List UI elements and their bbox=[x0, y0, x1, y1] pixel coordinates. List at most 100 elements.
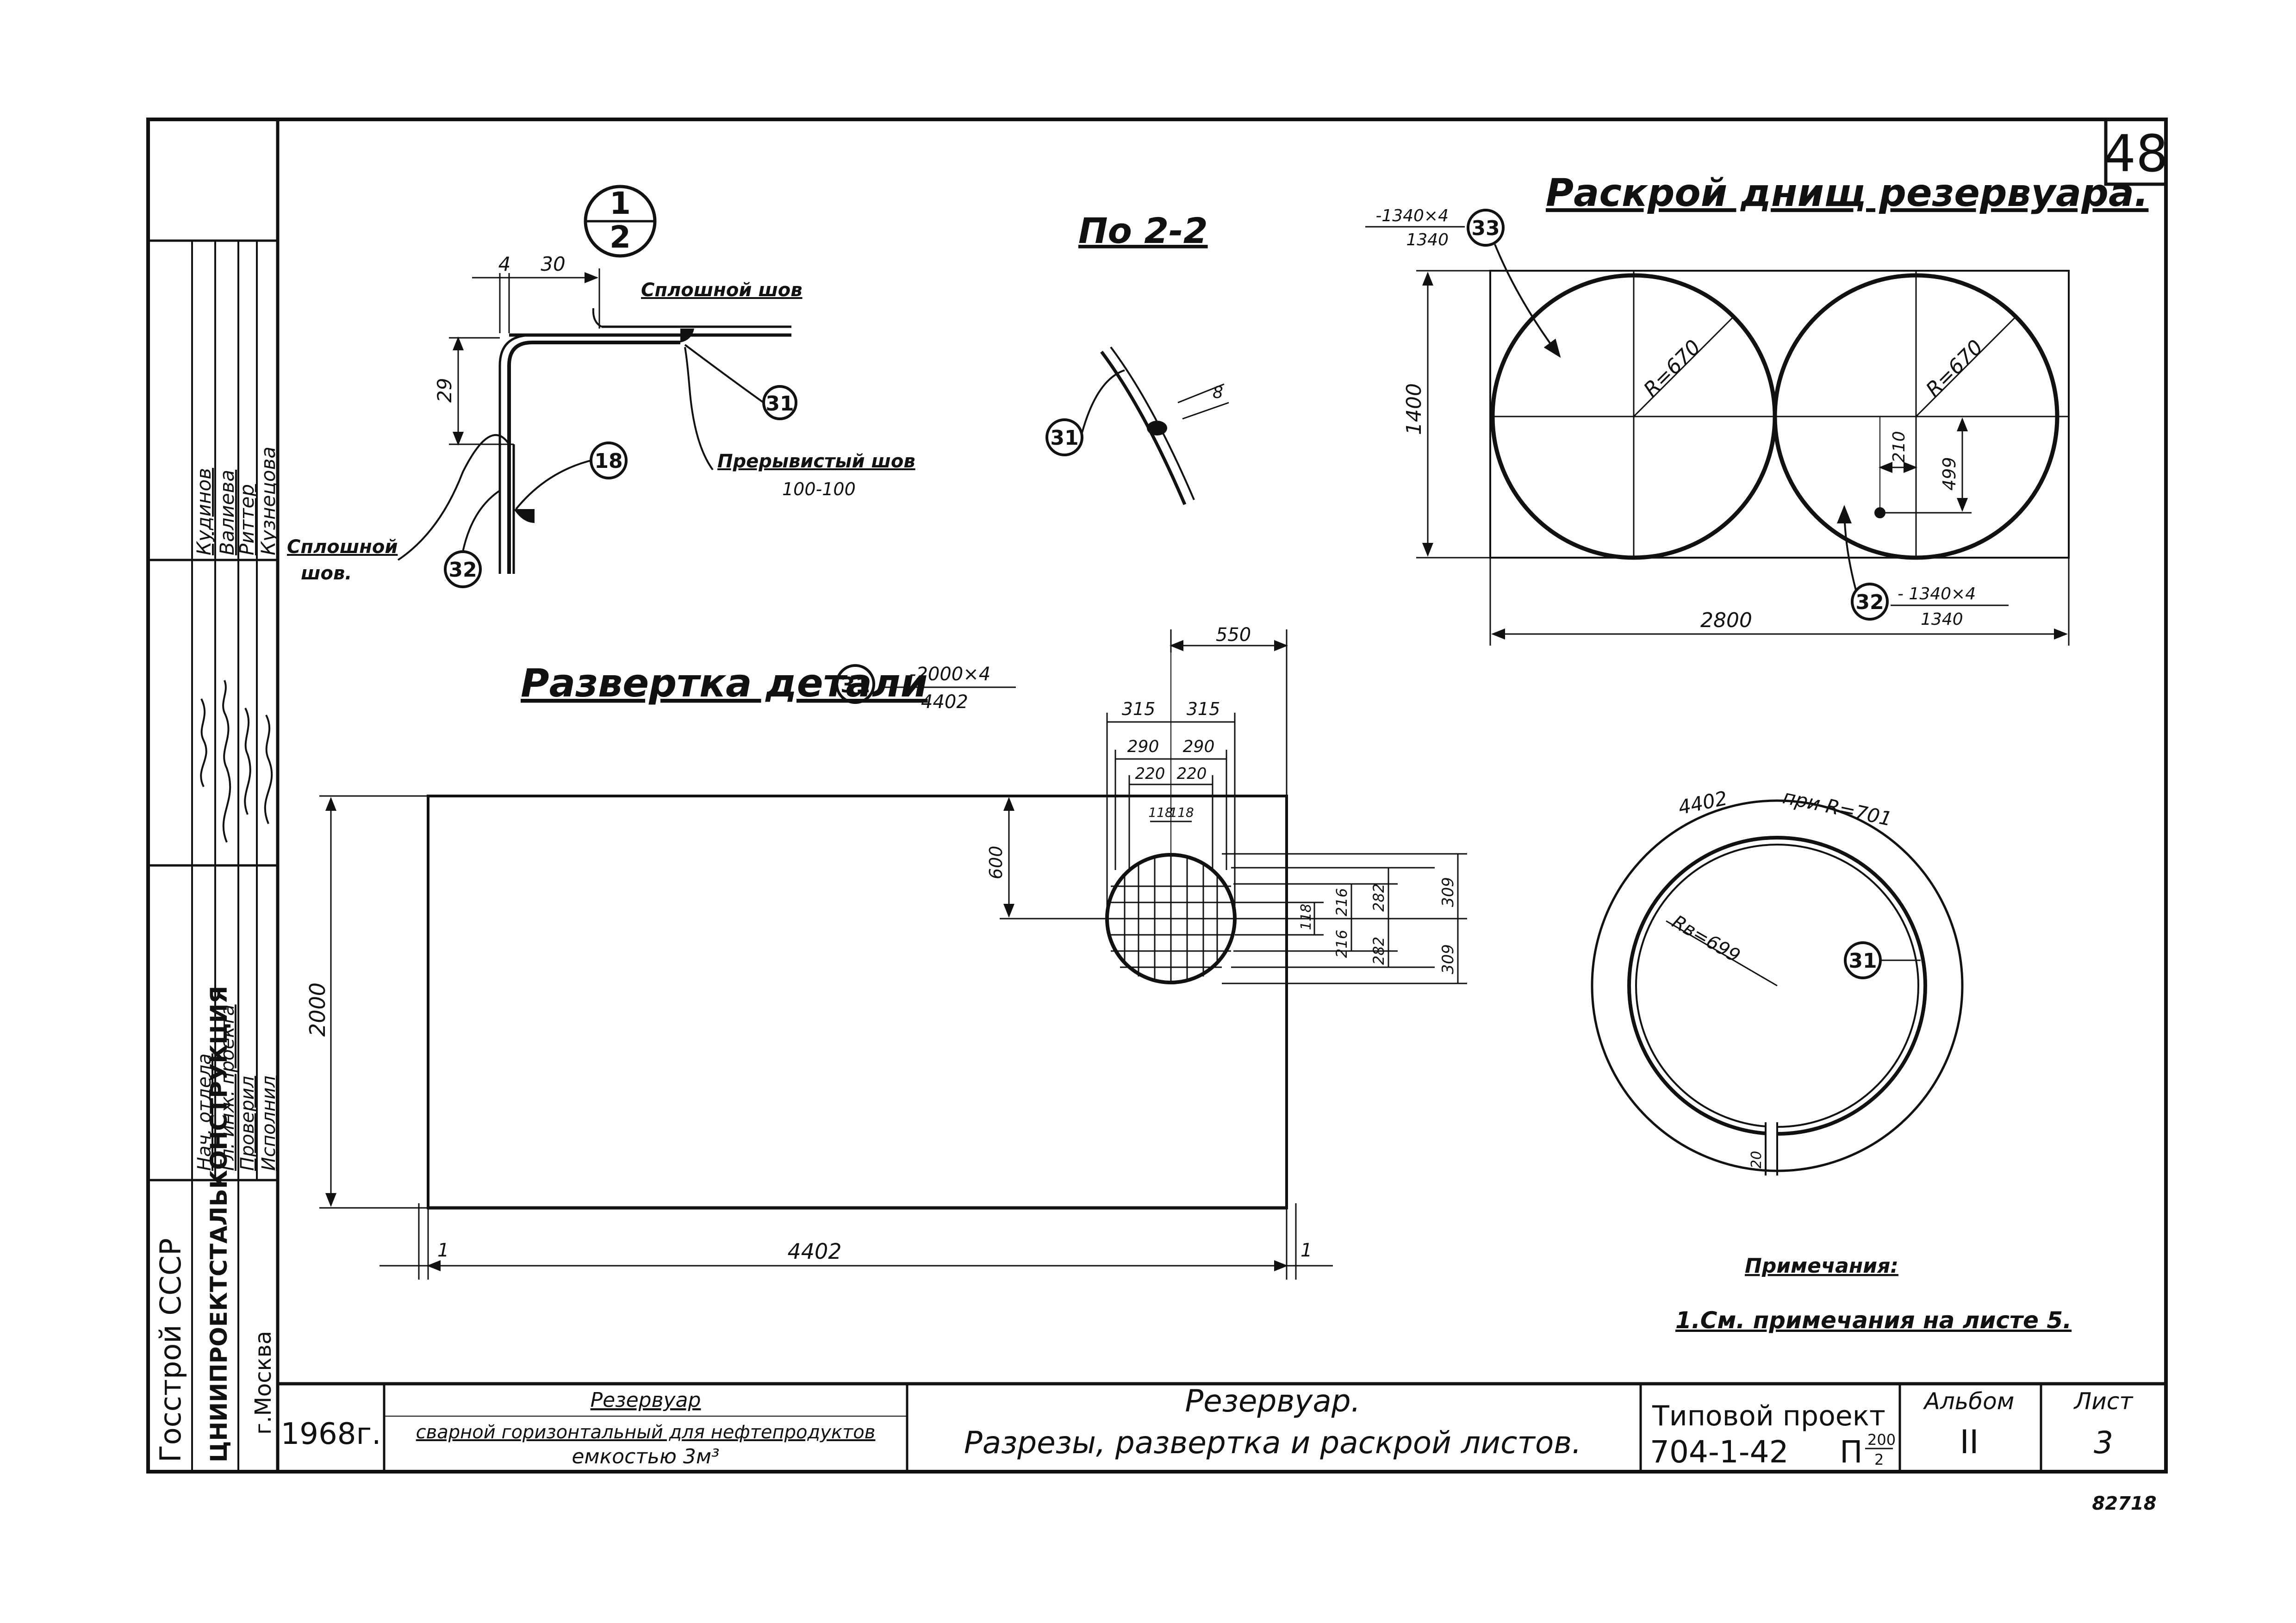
side-stamp-org-2: ЦНИИПРОЕКТСТАЛЬКОНСТРУКЦИЯ bbox=[205, 986, 232, 1462]
sheet-number: 48 bbox=[2103, 124, 2168, 183]
ring-gap: 20 bbox=[1748, 1151, 1765, 1169]
bottoms-cut: Раскрой днищ резервуара. R=670 R=670 140… bbox=[1365, 171, 2148, 646]
object-line-2: сварной горизонтальный для нефтепродукто… bbox=[416, 1422, 876, 1443]
side-stamp-org-3: г.Москва bbox=[250, 1331, 276, 1435]
side-stamp-name-3: Риттер bbox=[236, 484, 258, 555]
dim-315-b: 315 bbox=[1187, 699, 1220, 719]
ring-part: 31 bbox=[1848, 949, 1877, 973]
dim-2000: 2000 bbox=[305, 983, 330, 1037]
end-mark-right: 1 bbox=[1300, 1240, 1312, 1261]
bottoms-part-32: 32 bbox=[1855, 591, 1884, 614]
sheet-value: 3 bbox=[2094, 1425, 2113, 1461]
dim-118-b: 118 bbox=[1169, 805, 1194, 820]
sheet-title-2: Разрезы, развертка и раскрой листов. bbox=[964, 1425, 1581, 1461]
weld-continuous-left-2: шов. bbox=[301, 563, 352, 584]
dim-210: 210 bbox=[1890, 431, 1909, 463]
part-32-spec-top: - 1340×4 bbox=[1898, 585, 1976, 603]
notes-title: Примечания: bbox=[1745, 1254, 1898, 1278]
title-year: 1968г. bbox=[281, 1417, 381, 1451]
side-stamp-role-2: Гл. инж. проекта bbox=[217, 1005, 238, 1171]
dim-290-a: 290 bbox=[1127, 737, 1159, 756]
part-31-callout: 31 bbox=[765, 392, 794, 416]
weld-intermittent: Прерывистый шов bbox=[717, 451, 915, 472]
section-1-2-label-bottom: 2 bbox=[610, 219, 631, 255]
development-spec-bottom: 4402 bbox=[921, 691, 968, 713]
title-block bbox=[278, 1382, 2166, 1472]
notes-item-1: 1.См. примечания на листе 5. bbox=[1675, 1307, 2072, 1334]
ring-view: 20 Rв=699 4402 при R=701 31 bbox=[1591, 785, 1964, 1175]
project-sup: 200 bbox=[1867, 1431, 1896, 1449]
notes: Примечания: 1.См. примечания на листе 5. bbox=[1675, 1254, 2072, 1334]
side-stamp-role-3: Проверил bbox=[237, 1076, 258, 1171]
object-line-1: Резервуар bbox=[591, 1388, 701, 1412]
dim-30: 30 bbox=[541, 253, 565, 275]
dim-499: 499 bbox=[1939, 457, 1960, 491]
dim-282-b: 282 bbox=[1370, 937, 1388, 965]
dim-width-2800: 2800 bbox=[1700, 609, 1752, 632]
development-spec-top: -2000×4 bbox=[909, 664, 990, 685]
side-stamp-name-2: Валиева bbox=[216, 470, 238, 555]
dim-309-b: 309 bbox=[1439, 944, 1457, 974]
side-stamp: Госстрой СССР ЦНИИПРОЕКТСТАЛЬКОНСТРУКЦИЯ… bbox=[154, 447, 280, 1462]
side-stamp-name-4: Кузнецова bbox=[257, 447, 280, 555]
part-33-spec-bottom: 1340 bbox=[1406, 230, 1449, 249]
development-part: 31 bbox=[840, 672, 870, 697]
album-value: II bbox=[1960, 1423, 1979, 1461]
part-32-callout: 32 bbox=[448, 558, 477, 582]
side-stamp-role-1: Нач. отдела bbox=[194, 1053, 215, 1171]
section-2-2-part: 31 bbox=[1050, 426, 1078, 450]
dim-282-a: 282 bbox=[1370, 883, 1388, 912]
section-1-2: 1 2 4 30 29 Сплошной шов Сплошной шов. П… bbox=[287, 185, 915, 588]
dim-220-b: 220 bbox=[1177, 765, 1207, 783]
end-mark-left: 1 bbox=[437, 1240, 449, 1261]
inventory-number: 82718 bbox=[2092, 1493, 2156, 1514]
project-label: Типовой проект bbox=[1652, 1400, 1885, 1432]
sheet-label: Лист bbox=[2073, 1388, 2134, 1415]
dim-4402: 4402 bbox=[787, 1239, 841, 1264]
radius-left: R=670 bbox=[1639, 336, 1705, 402]
dim-220-a: 220 bbox=[1135, 765, 1165, 783]
sheet-title-1: Резервуар. bbox=[1185, 1383, 1360, 1419]
album-label: Альбом bbox=[1923, 1388, 2015, 1415]
dim-600: 600 bbox=[986, 846, 1006, 879]
bottoms-part-33: 33 bbox=[1471, 217, 1500, 240]
sheet-frame bbox=[146, 118, 2168, 1474]
dim-29: 29 bbox=[433, 378, 456, 403]
part-32-spec-bottom: 1340 bbox=[1921, 610, 1963, 629]
development-title: Развертка детали bbox=[521, 660, 928, 706]
part-33-spec-top: -1340×4 bbox=[1375, 206, 1449, 225]
dim-315-a: 315 bbox=[1122, 699, 1156, 719]
dim-550: 550 bbox=[1216, 624, 1251, 646]
side-stamp-name-1: Кудинов bbox=[193, 468, 215, 555]
section-2-2-dim: 8 bbox=[1213, 383, 1223, 402]
object-line-3: емкостью 3м³ bbox=[572, 1445, 719, 1468]
section-2-2-title: По 2-2 bbox=[1078, 210, 1208, 251]
ring-radius: Rв=699 bbox=[1668, 911, 1744, 967]
dim-118-a: 118 bbox=[1148, 805, 1173, 820]
ring-note: при R=701 bbox=[1781, 785, 1894, 831]
bottoms-cut-title: Раскрой днищ резервуара. bbox=[1546, 171, 2148, 215]
project-number: 704-1-42 bbox=[1650, 1434, 1789, 1470]
weld-intermittent-pitch: 100-100 bbox=[782, 479, 856, 499]
side-stamp-role-4: Исполнил bbox=[258, 1076, 280, 1171]
weld-continuous-left-1: Сплошной bbox=[287, 536, 398, 558]
dim-309-a: 309 bbox=[1439, 877, 1457, 907]
project-suffix: П bbox=[1840, 1434, 1863, 1470]
project-sub: 2 bbox=[1874, 1451, 1884, 1468]
ring-length: 4402 bbox=[1676, 787, 1730, 819]
dim-4: 4 bbox=[498, 253, 511, 275]
dim-height-1400: 1400 bbox=[1402, 383, 1426, 435]
dim-216-a: 216 bbox=[1333, 888, 1350, 916]
signatures bbox=[200, 680, 273, 843]
radius-right: R=670 bbox=[1922, 336, 1988, 402]
weld-continuous-top: Сплошной шов bbox=[641, 280, 803, 301]
development-31: Развертка детали 31 -2000×4 4402 2000 44… bbox=[305, 624, 1467, 1280]
dim-290-b: 290 bbox=[1183, 737, 1215, 756]
section-1-2-label-top: 1 bbox=[610, 186, 631, 221]
part-18-callout: 18 bbox=[594, 449, 622, 473]
section-2-2: По 2-2 8 31 bbox=[1045, 210, 1229, 505]
side-stamp-org-1: Госстрой СССР bbox=[154, 1238, 187, 1462]
dim-216-b: 216 bbox=[1333, 930, 1350, 958]
dim-118-v: 118 bbox=[1298, 904, 1314, 930]
